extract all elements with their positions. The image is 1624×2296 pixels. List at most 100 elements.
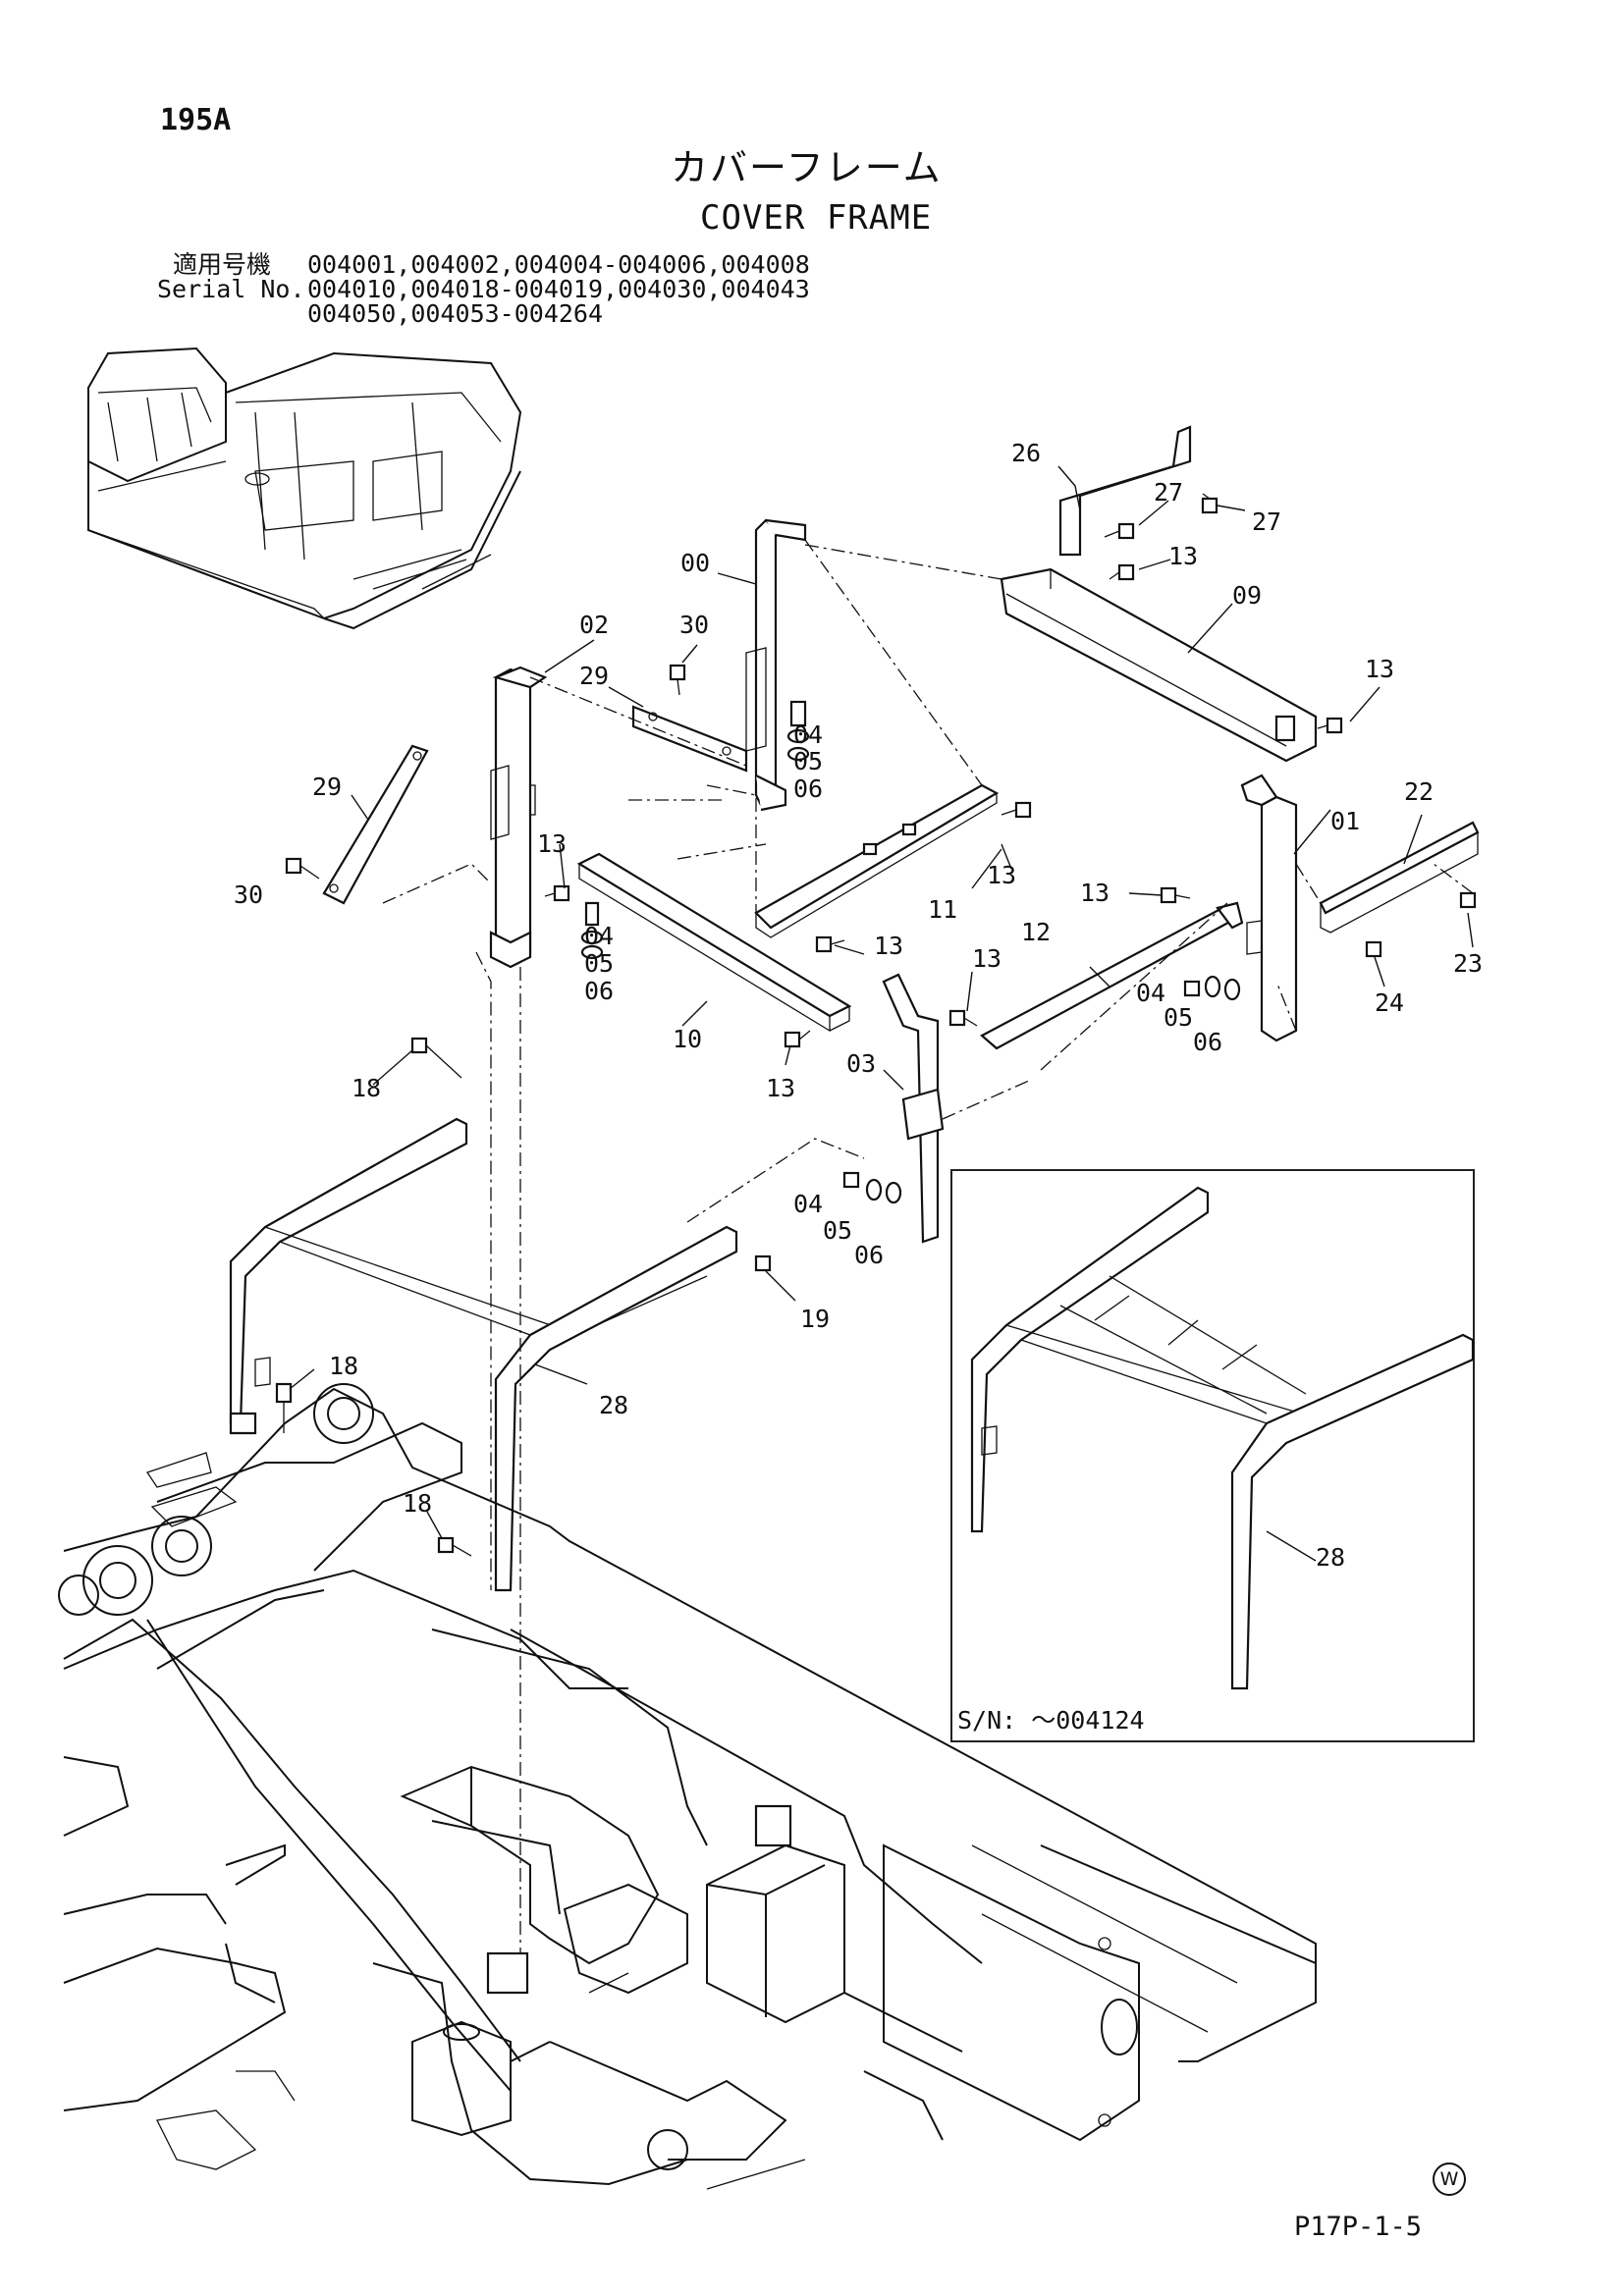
callout-28: 28 [1316,1543,1345,1572]
inset-serial-note: S/N: ～004124 [957,1706,1145,1735]
serial-label-jp: 適用号機 [173,250,272,279]
callout-06: 06 [1193,1028,1222,1056]
washer-05-right [1204,975,1221,998]
callout-18: 18 [403,1489,432,1518]
title-english: COVER FRAME [700,198,933,238]
bolt-23 [1459,891,1477,909]
part-11-beam [754,783,1000,938]
serial-label-en: Serial No. [157,275,305,303]
part-00-post [745,518,807,812]
callout-labels: 26 27 27 13 09 13 00 02 30 29 29 30 04 0… [234,439,1483,1572]
bolt-27b [1201,493,1218,514]
bolt-24 [1365,940,1382,958]
bolt-19 [754,1255,772,1272]
callout-27: 27 [1252,507,1281,536]
inset-frame-drawing [970,1186,1475,1690]
washer-06-right [1223,978,1241,1001]
part-22-strip [1319,821,1480,934]
callout-04: 04 [584,922,614,950]
callout-09: 09 [1232,581,1262,610]
part-29-plate-upper [631,705,748,773]
callout-11: 11 [928,895,957,924]
washer-06-top [786,746,810,762]
callout-04: 04 [1136,979,1165,1007]
callout-30: 30 [234,881,263,909]
bolt-13-mid [1001,801,1032,819]
callout-28: 28 [599,1391,628,1419]
callout-06: 06 [584,977,614,1005]
bolt-04-bottom [842,1171,860,1189]
callout-13: 13 [987,861,1016,889]
assembly-center-lines [382,539,1474,1953]
callout-05: 05 [793,747,823,775]
callout-18: 18 [352,1074,381,1102]
callout-05: 05 [1164,1003,1193,1032]
washer-06-left [580,944,604,960]
callout-00: 00 [680,549,710,577]
title-japanese: カバーフレーム [671,146,943,189]
inset-frame [950,1169,1475,1742]
bolt-18-low [437,1536,472,1557]
bolt-13-r1 [1160,886,1191,904]
bolt-18-top [410,1037,462,1079]
callout-05: 05 [823,1216,852,1245]
bolt-18-mid [275,1382,293,1433]
callout-24: 24 [1375,988,1404,1017]
callout-13: 13 [1168,542,1198,570]
bolt-13-top [1109,563,1135,581]
callout-13: 13 [1365,655,1394,683]
bolt-13-right [1317,717,1343,734]
callout-06: 06 [854,1241,884,1269]
callout-13: 13 [874,932,903,960]
callout-30: 30 [679,611,709,639]
bolt-13-beam11 [815,935,845,953]
part-10-beam [576,852,852,1033]
part-12-bar [980,901,1244,1050]
washer-05-bottom [865,1178,883,1201]
serial-line-2: 004010,004018-004019,004030,004043 [307,275,810,303]
callout-13: 13 [972,944,1001,973]
callout-01: 01 [1330,807,1360,835]
callout-18: 18 [329,1352,358,1380]
bolt-30-top [669,664,686,696]
callout-12: 12 [1021,918,1051,946]
bolt-30-left [285,857,320,880]
part-01-post [1240,774,1298,1042]
bolt-13-10 [784,1030,811,1048]
part-28-frame-main [229,1117,738,1592]
callout-04: 04 [793,721,823,749]
bolt-27a [1104,522,1135,540]
part-29-plate-left [322,744,429,905]
callout-19: 19 [800,1305,830,1333]
part-26-bracket [1058,425,1192,557]
watermark-w-symbol: W [1433,2163,1466,2196]
bolt-04-left [584,901,600,927]
washer-06-bottom [885,1181,902,1204]
washer-05-top [786,728,810,744]
callout-03: 03 [846,1049,876,1078]
callout-10: 10 [673,1025,702,1053]
part-09-beam [1000,567,1318,763]
leader-lines [289,465,1474,1562]
callout-13: 13 [766,1074,795,1102]
callout-06: 06 [793,774,823,803]
callout-29: 29 [579,662,609,690]
serial-line-3: 004050,004053-004264 [307,299,604,328]
excavator-thumbnail [87,347,522,630]
callout-05: 05 [584,949,614,978]
callout-04: 04 [793,1190,823,1218]
page-reference: P17P-1-5 [1294,2212,1423,2242]
fasteners [275,493,1477,1557]
callout-13: 13 [537,829,567,858]
serial-line-1: 004001,004002,004004-004006,004008 [307,250,810,279]
part-03-bracket [882,973,945,1244]
bolt-13-12 [948,1009,978,1027]
bolt-13-left [544,884,570,902]
callout-22: 22 [1404,777,1434,806]
callout-29: 29 [312,773,342,801]
callout-02: 02 [579,611,609,639]
bolt-04-top [789,700,807,727]
upper-structure-base [58,1383,1317,2190]
callout-26: 26 [1011,439,1041,467]
